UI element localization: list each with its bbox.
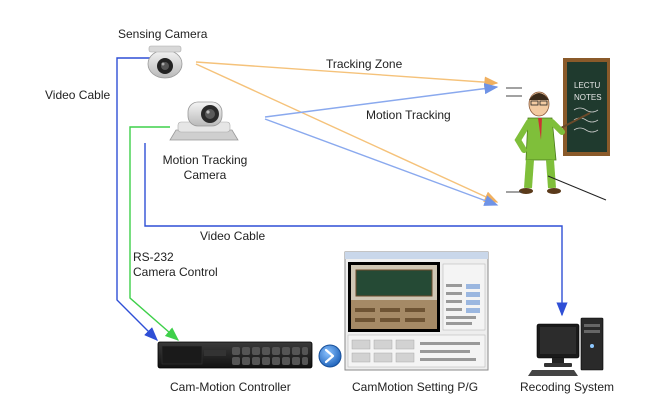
cam-motion-controller-label: Cam-Motion Controller bbox=[170, 380, 291, 394]
cam-motion-controller-icon bbox=[157, 341, 313, 369]
cam-motion-setting-window bbox=[344, 251, 489, 371]
motion-tracking-line-bottom bbox=[264, 118, 499, 206]
board-text-1: LECTU bbox=[574, 81, 600, 90]
rs232-label: RS-232 Camera Control bbox=[133, 250, 218, 280]
motion-tracking-line-top bbox=[264, 83, 499, 118]
recording-system-label: Recoding System bbox=[520, 380, 615, 394]
motion-tracking-camera-label: Motion Tracking Camera bbox=[150, 153, 260, 183]
rs232-label-line2: Camera Control bbox=[133, 265, 218, 279]
rs232-camera-control-line bbox=[129, 126, 180, 341]
motion-tracking-camera-label-line2: Camera bbox=[183, 168, 227, 182]
chevron-right-icon bbox=[318, 344, 342, 368]
video-cable-tracking-to-recording bbox=[144, 143, 568, 317]
motion-tracking-camera-icon bbox=[169, 101, 239, 141]
sensing-camera-icon bbox=[147, 45, 183, 79]
tracking-zone-line-top bbox=[195, 61, 499, 88]
cam-motion-setting-label: CamMotion Setting P/G bbox=[352, 380, 479, 394]
motion-tracking-lines bbox=[264, 83, 499, 206]
recording-system-icon bbox=[528, 317, 604, 376]
rs232-label-line1: RS-232 bbox=[133, 250, 174, 264]
blackboard bbox=[567, 62, 607, 152]
lecturer-illustration: LECTU NOTES bbox=[506, 58, 610, 201]
board-text-2: NOTES bbox=[574, 93, 602, 102]
tracking-zone-line-bottom bbox=[195, 63, 499, 203]
video-cable-middle-label: Video Cable bbox=[200, 229, 266, 243]
video-cable-left-label: Video Cable bbox=[45, 88, 111, 102]
motion-tracking-camera-label-line1: Motion Tracking bbox=[162, 153, 248, 167]
tracking-zone-label: Tracking Zone bbox=[326, 57, 403, 71]
sensing-camera-label: Sensing Camera bbox=[118, 27, 208, 41]
tracking-zone-lines bbox=[195, 61, 499, 203]
video-cable-sensing-to-controller bbox=[116, 57, 158, 341]
motion-tracking-label: Motion Tracking bbox=[366, 108, 451, 122]
